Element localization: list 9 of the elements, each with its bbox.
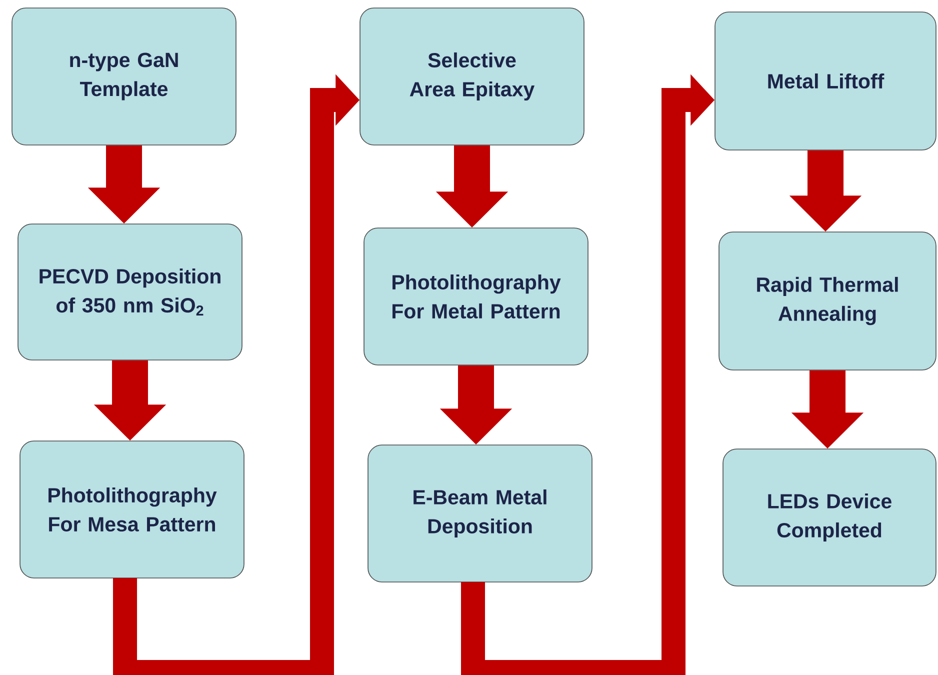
process-box: Metal Liftoff <box>714 12 936 150</box>
process-box: E-Beam Metal Deposition <box>368 444 592 582</box>
process-box: n-type GaN Template <box>12 8 236 146</box>
process-box: Photolithography For Metal Pattern <box>364 228 588 366</box>
process-box: Photolithography For Mesa Pattern <box>20 440 244 578</box>
process-box: PECVD Deposition of 350 nm SiO$_{2}$ <box>18 224 242 360</box>
process-box: Selective Area Epitaxy <box>360 8 584 146</box>
process-box: LEDs Device Completed <box>722 448 936 586</box>
process-box: Rapid Thermal Annealing <box>718 232 936 370</box>
